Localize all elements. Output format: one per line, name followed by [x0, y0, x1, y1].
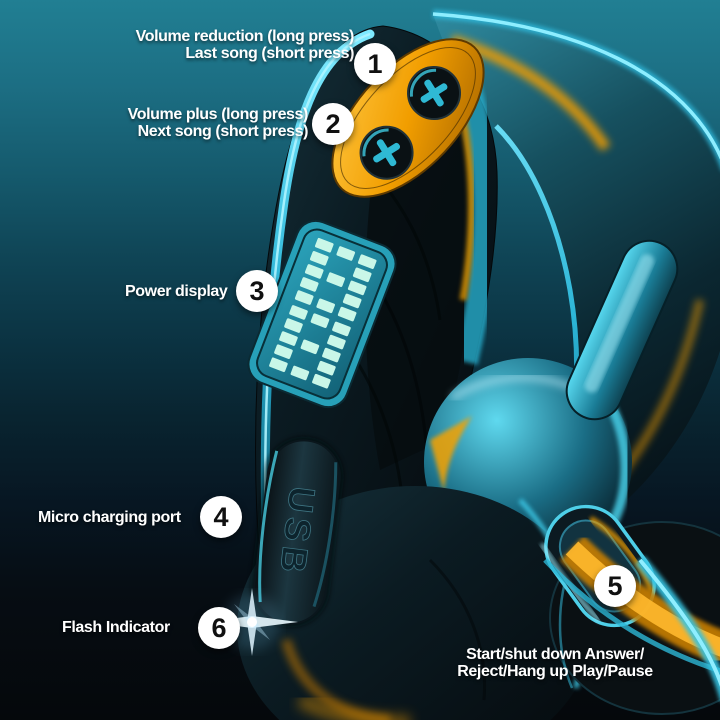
led-tile	[314, 237, 334, 253]
hook-tail-swoosh	[543, 535, 720, 701]
usb-port-cover: USB	[250, 436, 344, 628]
led-tile	[299, 277, 319, 292]
led-tile	[300, 339, 320, 355]
led-tile	[289, 305, 308, 320]
usb-label: USB	[272, 484, 324, 579]
led-tile	[274, 344, 293, 359]
callout-2-label: Volume plus (long press) Next song (shor…	[127, 106, 309, 140]
callout-badge-1: 1	[354, 43, 396, 85]
callout-badge-3: 3	[236, 270, 278, 312]
callout-6-label: Flash Indicator	[62, 619, 170, 636]
led-tile	[332, 321, 351, 337]
callout-badge-5: 5	[594, 565, 636, 607]
led-tile	[327, 334, 346, 350]
led-tile	[347, 280, 367, 296]
callout-2-line1: Volume plus (long press)	[127, 106, 309, 123]
led-tile	[304, 264, 324, 279]
led-tile	[279, 331, 298, 346]
bottom-caption: Start/shut down Answer/ Reject/Hang up P…	[395, 646, 715, 680]
earbud-stem	[563, 239, 679, 421]
callout-2-line2: Next song (short press)	[137, 123, 309, 140]
led-tile	[284, 318, 303, 333]
led-tile	[290, 365, 310, 381]
led-tile	[310, 313, 330, 328]
callout-4-label: Micro charging port	[38, 509, 181, 526]
led-tile	[294, 290, 314, 305]
led-tile	[357, 254, 377, 270]
led-tile	[336, 246, 356, 261]
bottom-caption-line2: Reject/Hang up Play/Pause	[457, 663, 653, 680]
led-tile	[337, 306, 357, 322]
led-tile	[342, 293, 362, 309]
callout-3-label: Power display	[125, 283, 228, 300]
led-tile	[269, 357, 288, 373]
led-tile	[352, 267, 372, 283]
callout-badge-2: 2	[312, 103, 354, 145]
led-tile	[312, 373, 331, 389]
battery-led-grid	[269, 237, 377, 389]
led-tile	[309, 251, 329, 266]
callout-1-label: Volume reduction (long press) Last song …	[135, 28, 355, 62]
volume-buttons-panel	[331, 38, 485, 198]
volume-down-button	[407, 66, 462, 121]
callout-1-line2: Last song (short press)	[185, 45, 354, 62]
callout-badge-4: 4	[200, 496, 242, 538]
led-tile	[326, 272, 346, 287]
callout-1-line1: Volume reduction (long press)	[135, 28, 355, 45]
bottom-caption-line1: Start/shut down Answer/	[466, 646, 644, 663]
led-tile	[316, 298, 335, 314]
led-tile	[317, 360, 336, 376]
volume-up-button	[359, 125, 414, 180]
callout-badge-6: 6	[198, 607, 240, 649]
led-tile	[322, 347, 341, 363]
